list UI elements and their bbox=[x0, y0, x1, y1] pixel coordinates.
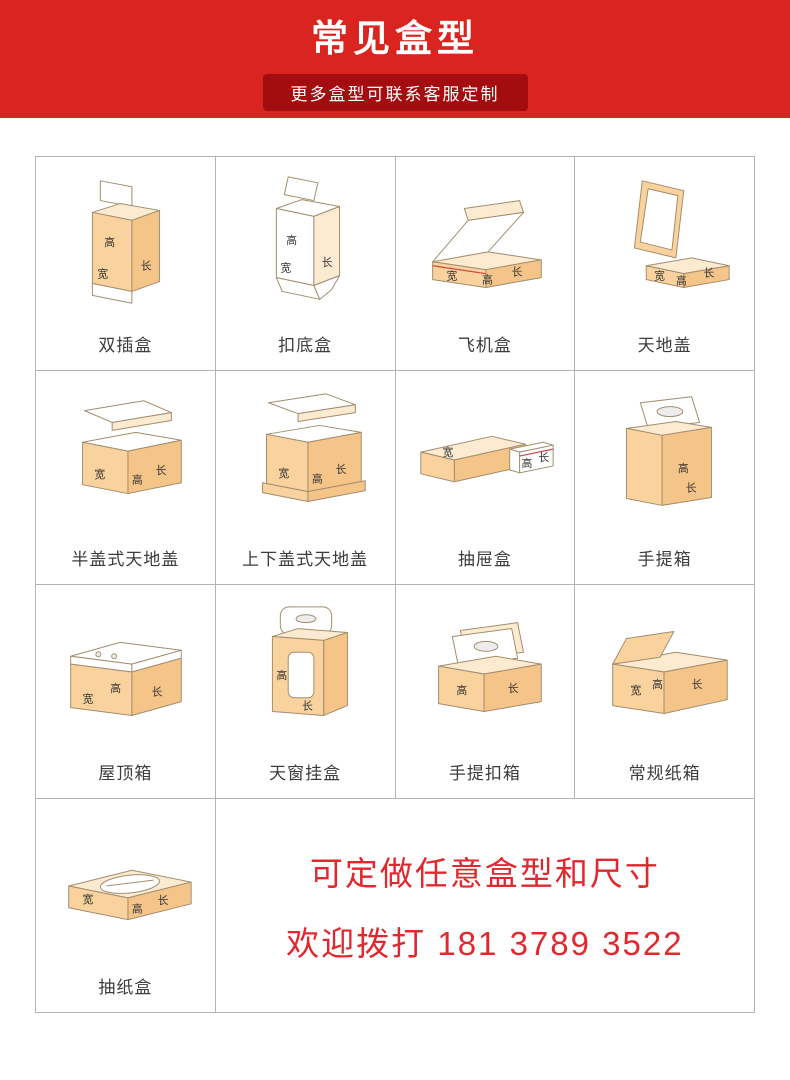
box-type-label: 天窗挂盒 bbox=[269, 764, 342, 783]
snap-bottom-box-illustration: 高 宽 长 bbox=[275, 176, 341, 300]
dim-width-label: 宽 bbox=[630, 683, 641, 697]
regular-carton-illustration: 宽 高 长 bbox=[611, 631, 728, 714]
dim-length-label: 长 bbox=[538, 451, 549, 464]
custom-order-promo: 可定做任意盒型和尺寸 欢迎拨打 181 3789 3522 bbox=[215, 799, 755, 1013]
box-type-label: 手提扣箱 bbox=[448, 764, 521, 783]
dim-length-label: 长 bbox=[302, 700, 313, 713]
box-cell-drawer-box: 宽 高 长 抽屉盒 bbox=[395, 371, 576, 585]
handle-buckle-box-illustration: 高 长 bbox=[437, 622, 542, 713]
dim-width-label: 宽 bbox=[83, 892, 94, 906]
half-lid-box-illustration: 宽 高 长 bbox=[82, 400, 183, 495]
dim-length-label: 长 bbox=[156, 464, 167, 477]
promo-line-2-phone: 欢迎拨打 181 3789 3522 bbox=[286, 924, 684, 962]
box-type-label: 上下盖式天地盖 bbox=[242, 550, 369, 569]
box-cell-suitcase-box: 高 长 手提箱 bbox=[575, 371, 755, 585]
box-type-label: 常规纸箱 bbox=[628, 764, 701, 783]
box-cell-snap-bottom-box: 高 宽 长 扣底盒 bbox=[215, 157, 396, 371]
box-cell-half-lid-box: 宽 高 长 半盖式天地盖 bbox=[36, 371, 216, 585]
dim-length-label: 长 bbox=[512, 266, 523, 279]
dim-height-label: 高 bbox=[482, 273, 493, 287]
double-insert-box-illustration: 高 宽 长 bbox=[92, 180, 161, 304]
dim-length-label: 长 bbox=[508, 682, 519, 695]
suitcase-box-illustration: 高 长 bbox=[625, 396, 712, 506]
box-type-label: 抽纸盒 bbox=[98, 978, 153, 997]
dim-width-label: 宽 bbox=[280, 261, 291, 275]
hang-window-box-illustration: 高 长 bbox=[272, 606, 349, 716]
dim-height-label: 高 bbox=[105, 235, 116, 249]
box-cell-regular-carton: 宽 高 长 常规纸箱 bbox=[575, 585, 755, 799]
promo-line-1: 可定做任意盒型和尺寸 bbox=[309, 854, 660, 892]
dim-width-label: 宽 bbox=[654, 269, 665, 283]
header-subtitle: 更多盒型可联系客服定制 bbox=[262, 73, 528, 111]
dim-length-label: 长 bbox=[691, 678, 702, 691]
dim-height-label: 高 bbox=[675, 274, 686, 288]
dim-height-label: 高 bbox=[456, 683, 467, 697]
box-cell-mailer-box: 宽 高 长 飞机盒 bbox=[395, 157, 576, 371]
double-lid-box-illustration: 宽 高 长 bbox=[262, 393, 366, 502]
dim-height-label: 高 bbox=[312, 472, 323, 486]
header-banner: 常见盒型 更多盒型可联系客服定制 bbox=[0, 0, 790, 118]
tissue-box-illustration: 宽 高 长 bbox=[68, 869, 193, 921]
box-cell-hang-window-box: 高 长 天窗挂盒 bbox=[215, 585, 396, 799]
dim-width-label: 宽 bbox=[83, 692, 94, 706]
box-cell-handle-buckle-box: 高 长 手提扣箱 bbox=[395, 585, 576, 799]
dim-width-label: 宽 bbox=[98, 267, 109, 281]
dim-length-label: 长 bbox=[141, 260, 152, 273]
dim-height-label: 高 bbox=[132, 902, 143, 916]
dim-height-label: 高 bbox=[111, 681, 122, 695]
dim-length-label: 长 bbox=[685, 482, 696, 495]
dim-height-label: 高 bbox=[276, 668, 287, 682]
box-type-label: 飞机盒 bbox=[457, 336, 512, 355]
gable-box-illustration: 宽 高 长 bbox=[70, 641, 183, 716]
dim-width-label: 宽 bbox=[442, 445, 453, 459]
dim-width-label: 宽 bbox=[278, 466, 289, 480]
box-type-label: 半盖式天地盖 bbox=[71, 550, 180, 569]
box-type-label: 手提箱 bbox=[637, 550, 692, 569]
dim-length-label: 长 bbox=[322, 256, 333, 269]
dim-height-label: 高 bbox=[652, 677, 663, 691]
dim-length-label: 长 bbox=[336, 463, 347, 476]
box-type-label: 抽屉盒 bbox=[457, 550, 512, 569]
dim-height-label: 高 bbox=[521, 456, 532, 470]
dim-length-label: 长 bbox=[152, 686, 163, 699]
top-bottom-lid-box-illustration: 宽 高 长 bbox=[633, 180, 730, 288]
box-type-label: 天地盖 bbox=[637, 336, 692, 355]
drawer-box-illustration: 宽 高 长 bbox=[420, 435, 554, 483]
dim-width-label: 宽 bbox=[446, 269, 457, 283]
dim-length-label: 长 bbox=[158, 894, 169, 907]
dim-length-label: 长 bbox=[703, 267, 714, 280]
box-cell-double-lid-box: 宽 高 长 上下盖式天地盖 bbox=[215, 371, 396, 585]
page-title: 常见盒型 bbox=[311, 17, 479, 59]
box-type-label: 双插盒 bbox=[98, 336, 153, 355]
box-type-label: 屋顶箱 bbox=[98, 764, 153, 783]
dim-height-label: 高 bbox=[132, 473, 143, 487]
dim-width-label: 宽 bbox=[95, 467, 106, 481]
box-cell-top-bottom-lid-box: 宽 高 长 天地盖 bbox=[575, 157, 755, 371]
dim-height-label: 高 bbox=[286, 233, 297, 247]
mailer-box-illustration: 宽 高 长 bbox=[432, 200, 542, 288]
dim-height-label: 高 bbox=[677, 461, 688, 475]
box-type-grid: 高 宽 长 双插盒 高 宽 长 扣底盒 宽 高 长 bbox=[35, 156, 755, 1013]
box-type-label: 扣底盒 bbox=[278, 336, 333, 355]
box-cell-tissue-box: 宽 高 长 抽纸盒 bbox=[36, 799, 216, 1013]
box-cell-double-insert-box: 高 宽 长 双插盒 bbox=[36, 157, 216, 371]
box-cell-gable-box: 宽 高 长 屋顶箱 bbox=[36, 585, 216, 799]
